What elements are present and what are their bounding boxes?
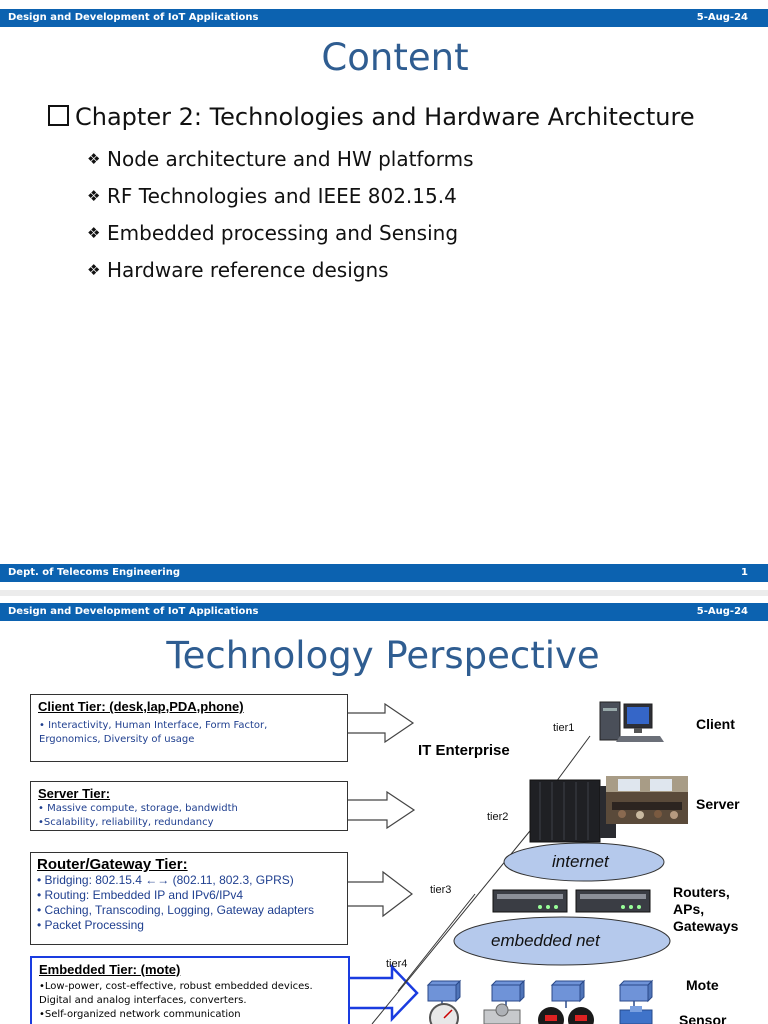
slide-separator [0,590,768,596]
slide-footer: Dept. of Telecoms Engineering 1 [0,564,768,582]
client-arrow-icon [345,702,415,744]
tier3-label: tier3 [430,884,452,896]
embedded-net-cloud-icon [453,916,671,966]
router-arrow-icon [345,870,413,918]
slide-header: Design and Development of IoT Applicatio… [0,9,768,27]
mote-connectors [441,1001,635,1008]
server-rack-icon [529,779,616,843]
tier4-label: tier4 [386,958,408,970]
header-course-title: Design and Development of IoT Applicatio… [8,606,259,617]
mote-label: Mote [686,977,719,993]
tier1-line [555,735,591,783]
routers-label: Routers, APs, Gateways [673,884,739,934]
embedded-tier-heading: Embedded Tier: (mote) [39,962,181,977]
header-date: 5-Aug-24 [696,12,748,23]
topic-list: ❖Node architecture and HW platforms ❖RF … [87,147,473,295]
router-gateway-tier-box: Router/Gateway Tier: • Bridging: 802.15.… [30,852,348,945]
display-sensor-icon [538,1007,594,1024]
router-icon [575,889,651,913]
client-tier-heading: Client Tier: (desk,lap,PDA,phone) [38,699,244,714]
it-enterprise-label: IT Enterprise [418,742,510,759]
flow-sensor-icon [619,1006,653,1024]
client-tier-box: Client Tier: (desk,lap,PDA,phone) • Inte… [30,694,348,762]
footer-department: Dept. of Telecoms Engineering [8,567,180,578]
router-tier-text: • Bridging: 802.15.4 ←→ (802.11, 802.3, … [37,873,315,932]
embedded-tier-text: •Low-power, cost-effective, robust embed… [39,981,313,1020]
tier3-line [397,893,476,992]
tier1-label: tier1 [553,722,575,734]
internet-cloud-icon [503,842,665,882]
list-item: ❖Embedded processing and Sensing [87,221,459,245]
slide-title: Technology Perspective [166,634,600,677]
server-arrow-icon [345,790,416,830]
server-room-photo-icon [606,776,688,824]
slide-technology-perspective: Design and Development of IoT Applicatio… [0,596,768,1024]
list-item: ❖Node architecture and HW platforms [87,147,474,171]
router-icon [492,889,568,913]
router-tier-heading: Router/Gateway Tier: [37,856,188,873]
server-label: Server [696,796,740,812]
embedded-net-label: embedded net [491,931,600,950]
chapter-text: Chapter 2: Technologies and Hardware Arc… [75,103,695,131]
list-item: ❖Hardware reference designs [87,258,389,282]
diamond-bullet-icon: ❖ [87,261,101,279]
diamond-bullet-icon: ❖ [87,224,101,242]
footer-page-number: 1 [741,567,748,578]
valve-sensor-icon [483,1003,521,1024]
sensor-label: Sensor [679,1012,727,1024]
embedded-tier-box: Embedded Tier: (mote) •Low-power, cost-e… [30,956,350,1024]
server-tier-text: • Massive compute, storage, bandwidth •S… [38,803,238,828]
slide-header: Design and Development of IoT Applicatio… [0,603,768,621]
client-computer-icon [599,701,664,742]
list-item: ❖RF Technologies and IEEE 802.15.4 [87,184,457,208]
slide-content: Design and Development of IoT Applicatio… [0,9,768,582]
embedded-arrow-icon [346,963,419,1023]
server-tier-box: Server Tier: • Massive compute, storage,… [30,781,348,831]
chapter-heading: Chapter 2: Technologies and Hardware Arc… [48,103,695,131]
header-date: 5-Aug-24 [696,606,748,617]
client-tier-text: • Interactivity, Human Interface, Form F… [39,720,268,745]
client-label: Client [696,716,735,732]
tier2-label: tier2 [487,811,509,823]
mote-icons [426,979,654,1003]
internet-label: internet [552,852,609,871]
checkbox-bullet-icon [48,105,69,126]
architecture-diagram [345,701,688,1024]
pressure-gauge-sensor-icon [429,1003,459,1024]
slide-title: Content [321,36,469,79]
header-course-title: Design and Development of IoT Applicatio… [8,12,259,23]
server-tier-heading: Server Tier: [38,786,111,801]
diamond-bullet-icon: ❖ [87,150,101,168]
diamond-bullet-icon: ❖ [87,187,101,205]
